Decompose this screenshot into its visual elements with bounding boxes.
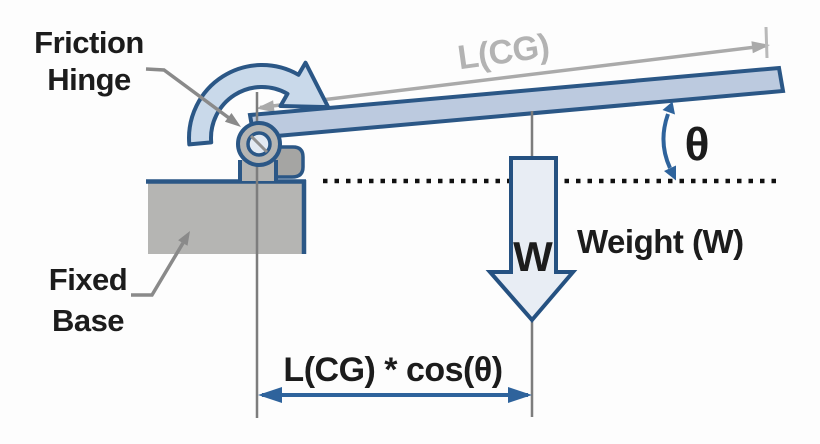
- friction-hinge-label-line1: Friction: [34, 25, 144, 60]
- fixed-base-leader-line: [131, 242, 185, 297]
- angle-theta-label: θ: [685, 118, 710, 170]
- beam-length-left-arrowhead-icon: [256, 100, 275, 113]
- weight-label: Weight (W): [577, 223, 744, 260]
- beam-length-dimension: [256, 26, 770, 113]
- beam-length-dimension-line: [259, 43, 769, 110]
- friction-hinge-label-line2: Hinge: [47, 62, 131, 97]
- friction-hinge-leader-arrowhead-icon: [224, 113, 241, 127]
- weight-symbol-label: W: [513, 233, 553, 280]
- hinge-post-edges: [238, 160, 278, 181]
- angle-upper-arrowhead-icon: [662, 101, 675, 115]
- angle-theta-arrow: [661, 101, 676, 181]
- fixed-base: [146, 179, 307, 254]
- fixed-base-label-line1: Fixed: [49, 262, 127, 297]
- projection-label: L(CG) * cos(θ): [283, 351, 502, 389]
- projection-dimension: [258, 387, 532, 403]
- friction-hinge-leader-line: [145, 67, 231, 120]
- fixed-base-leader: [131, 231, 190, 297]
- hinge-pin-slot: [249, 134, 269, 154]
- weight-arrow-icon: [485, 156, 578, 324]
- projection-right-arrowhead-icon: [508, 387, 532, 403]
- projection-left-arrowhead-icon: [258, 387, 282, 403]
- fixed-base-label-line2: Base: [52, 303, 124, 338]
- fixed-base-block: [148, 180, 306, 254]
- rotation-arrow-icon: [187, 60, 331, 147]
- angle-lower-arrowhead-icon: [664, 165, 676, 181]
- fixed-base-edge: [146, 179, 307, 254]
- friction-hinge-pin: [236, 121, 282, 167]
- fixed-base-leader-arrowhead-icon: [178, 231, 190, 246]
- friction-hinge-leader: [145, 67, 241, 127]
- beam-length-end-tick: [764, 26, 769, 59]
- labels: Friction Hinge Fixed Base θ W Weight (W)…: [34, 25, 744, 389]
- angle-arc: [661, 113, 672, 169]
